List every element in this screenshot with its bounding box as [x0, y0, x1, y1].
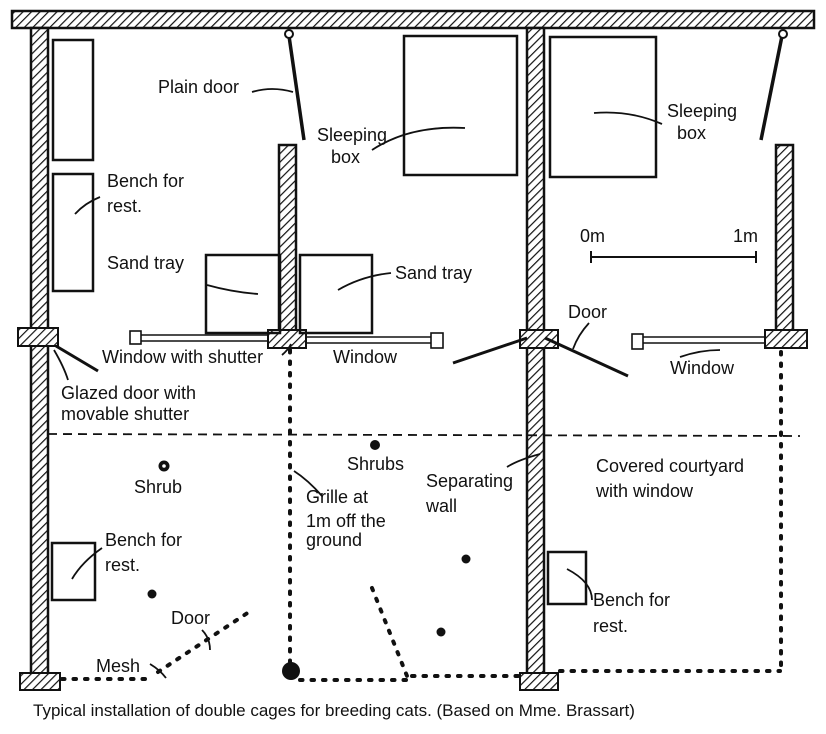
sleeping-box-right	[548, 35, 658, 179]
leader-sleeping-box-right	[593, 111, 663, 125]
shrub-dot-3	[461, 554, 471, 564]
courtyard-door-left-leaf	[452, 336, 528, 365]
shrub-dot-2	[147, 589, 157, 599]
label-mesh: Mesh	[96, 656, 140, 676]
label-sleeping-box-left-1: Sleeping	[317, 125, 387, 145]
mesh-door-center	[370, 586, 409, 678]
windows	[129, 330, 765, 350]
right-cage-inner-wall	[774, 143, 795, 339]
window-right-end	[631, 333, 644, 350]
right-plain-door-leaf	[759, 35, 784, 141]
leader-door-bottom	[201, 629, 211, 651]
label-separating-wall-1: Separating	[426, 471, 513, 491]
sand-tray-right	[298, 253, 374, 335]
label-window-mid: Window	[333, 347, 398, 367]
leader-sand-tray-right	[337, 272, 392, 291]
label-covered-courtyard-1: Covered courtyard	[596, 456, 744, 476]
label-shrubs: Shrubs	[347, 454, 404, 474]
label-plain-door: Plain door	[158, 77, 239, 97]
leader-window-with-shutter	[281, 343, 292, 356]
label-window-with-shutter: Window with shutter	[102, 347, 263, 367]
pillar-left	[17, 327, 59, 347]
label-scale-1: 1m	[733, 226, 758, 246]
leader-sand-tray-left	[206, 284, 259, 295]
window-with-shutter-end	[129, 330, 142, 345]
right-plain-door-hinge	[778, 29, 788, 39]
label-grille-1: Grille at	[306, 487, 368, 507]
label-scale-0: 0m	[580, 226, 605, 246]
top-wall	[10, 9, 816, 30]
separating-wall	[525, 26, 546, 682]
bench-top-lower	[51, 172, 95, 293]
leaders	[53, 88, 721, 679]
label-sleeping-box-left-2: box	[331, 147, 360, 167]
label-bench-top-2: rest.	[107, 196, 142, 216]
label-door-right: Door	[568, 302, 607, 322]
plain-door-leaf	[287, 35, 306, 141]
pillar-right	[764, 329, 808, 349]
shrub-left-center	[162, 464, 166, 468]
leader-bench-bottom-left	[71, 547, 103, 580]
leader-plain-door	[251, 88, 294, 93]
leader-separating-wall	[506, 453, 541, 468]
label-window-right: Window	[670, 358, 735, 378]
label-grille-3: ground	[306, 530, 362, 550]
label-bench-top-1: Bench for	[107, 171, 184, 191]
label-glazed-door-2: movable shutter	[61, 404, 189, 424]
plain-door-hinge	[284, 29, 294, 39]
courtyard-boundary	[47, 433, 801, 437]
leader-glazed-door	[53, 349, 69, 381]
scale-bar	[590, 251, 757, 263]
label-grille-2: 1m off the	[306, 511, 386, 531]
leader-door-right	[572, 322, 590, 350]
leader-window-right	[679, 349, 721, 358]
shrub-dot-4	[436, 627, 446, 637]
leader-mesh	[149, 663, 167, 679]
leader-grille	[293, 470, 323, 497]
bench-bottom-left	[50, 541, 97, 602]
left-cage-inner-wall	[277, 143, 298, 339]
bench-top-upper	[51, 38, 95, 162]
label-sand-tray-left: Sand tray	[107, 253, 184, 273]
shrub-dot-1	[370, 440, 380, 450]
label-bench-bottom-left-2: rest.	[105, 555, 140, 575]
pillar-bottom-mid	[519, 672, 559, 691]
caption: Typical installation of double cages for…	[33, 701, 635, 720]
label-sand-tray-right: Sand tray	[395, 263, 472, 283]
sand-tray-left	[204, 253, 282, 335]
labels: Plain door Sleeping box Sleeping box Ben…	[61, 77, 758, 676]
label-sleeping-box-right-2: box	[677, 123, 706, 143]
pillar-bottom-left	[19, 672, 61, 691]
label-glazed-door-1: Glazed door with	[61, 383, 196, 403]
label-door-bottom: Door	[171, 608, 210, 628]
courtyard-door-right-leaf	[544, 336, 629, 378]
label-bench-bottom-right-1: Bench for	[593, 590, 670, 610]
glazed-door-leaf	[55, 344, 99, 373]
label-shrub: Shrub	[134, 477, 182, 497]
leader-bench-top	[74, 196, 101, 215]
grille-end-post	[282, 662, 300, 680]
mesh-door-left	[156, 608, 254, 674]
doors	[55, 29, 788, 378]
pillar-mid-left	[267, 329, 307, 349]
shrubs	[147, 440, 471, 637]
furniture	[50, 34, 658, 606]
label-covered-courtyard-2: with window	[595, 481, 694, 501]
window-mid-end	[430, 332, 444, 349]
leader-bench-bottom-right	[566, 568, 593, 601]
leader-sleeping-box-left	[371, 126, 466, 151]
bench-bottom-right	[546, 550, 588, 606]
left-outer-wall	[29, 26, 50, 682]
label-separating-wall-2: wall	[425, 496, 457, 516]
label-bench-bottom-right-2: rest.	[593, 616, 628, 636]
sleeping-box-left	[402, 34, 519, 177]
label-bench-bottom-left-1: Bench for	[105, 530, 182, 550]
label-sleeping-box-right-1: Sleeping	[667, 101, 737, 121]
mesh-lines	[60, 348, 783, 682]
